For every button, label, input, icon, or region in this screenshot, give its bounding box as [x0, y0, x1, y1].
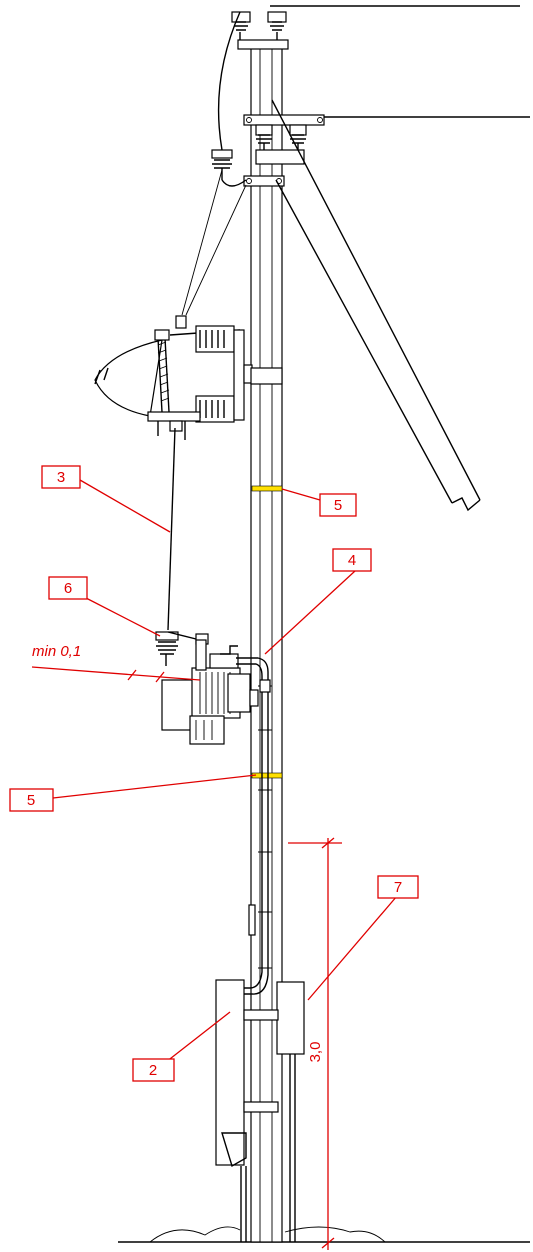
height-dimension-label: 3,0	[307, 1042, 324, 1063]
side-insulator	[181, 11, 247, 316]
diagonal-strut	[271, 99, 481, 512]
callout-4: 4	[332, 548, 372, 572]
svg-text:5: 5	[27, 792, 35, 809]
callout-6: 6	[48, 576, 88, 600]
upper-crossarm	[243, 114, 325, 187]
callout-5-upper: 5	[319, 493, 357, 517]
svg-text:5: 5	[334, 497, 342, 514]
leader-2	[165, 1011, 231, 1063]
marker-band-lower	[251, 772, 283, 779]
ground-mound	[149, 1226, 386, 1243]
svg-text:6: 6	[64, 580, 72, 597]
leader-5-lower	[52, 774, 257, 799]
top-crossarm	[231, 11, 289, 50]
distribution-box	[276, 981, 305, 1055]
surge-arrester	[155, 631, 209, 666]
leader-3	[79, 479, 171, 533]
lv-cable	[236, 657, 272, 995]
concrete-pole	[250, 47, 283, 1243]
transformer	[161, 639, 259, 745]
height-dimension	[288, 837, 342, 1250]
callout-2: 2	[132, 1058, 175, 1082]
callout-3: 3	[41, 465, 81, 489]
svg-text:3: 3	[57, 469, 65, 486]
meter-cabinet	[215, 979, 247, 1242]
operating-rod	[167, 427, 176, 631]
leader-6	[85, 597, 161, 637]
marker-band-upper	[251, 485, 283, 492]
svg-text:7: 7	[394, 879, 402, 896]
callout-5-lower: 5	[9, 788, 54, 812]
leader-7	[307, 895, 398, 1001]
pole-clamps-bottom	[243, 1009, 296, 1242]
pole-clamp-middle	[250, 367, 283, 385]
leader-5-upper	[281, 488, 321, 501]
min-clearance-label: min 0,1	[32, 643, 81, 660]
svg-text:2: 2	[149, 1062, 157, 1079]
leader-4	[264, 570, 356, 655]
callout-7: 7	[377, 875, 419, 899]
disconnector-switch	[94, 315, 253, 440]
svg-text:4: 4	[348, 552, 356, 569]
min-clearance-dimension	[31, 666, 201, 683]
